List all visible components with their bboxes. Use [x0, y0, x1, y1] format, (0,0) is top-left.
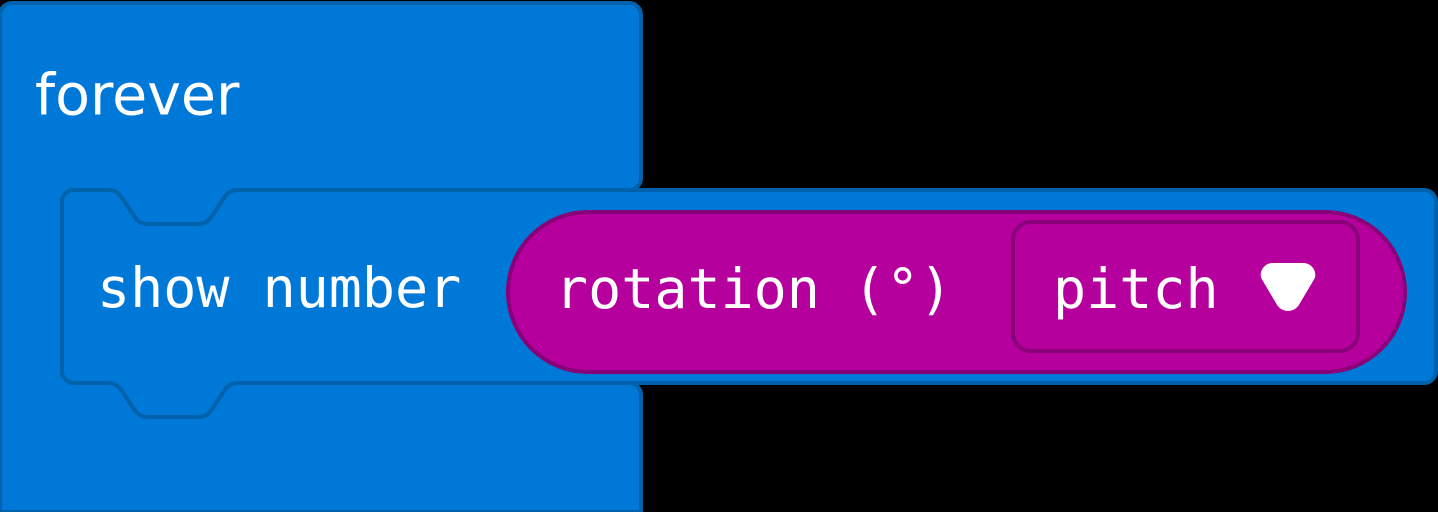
pitch-dropdown-value: pitch: [1053, 257, 1219, 321]
rotation-reporter-block[interactable]: rotation (°) pitch: [506, 210, 1407, 374]
chevron-down-icon[interactable]: [1260, 263, 1316, 311]
forever-block-label: forever: [35, 63, 240, 129]
pitch-dropdown-background[interactable]: [1011, 220, 1360, 353]
pitch-dropdown-field[interactable]: pitch: [1011, 220, 1360, 353]
rotation-reporter-label: rotation (°): [555, 257, 952, 321]
show-number-block-label: show number: [97, 256, 461, 320]
